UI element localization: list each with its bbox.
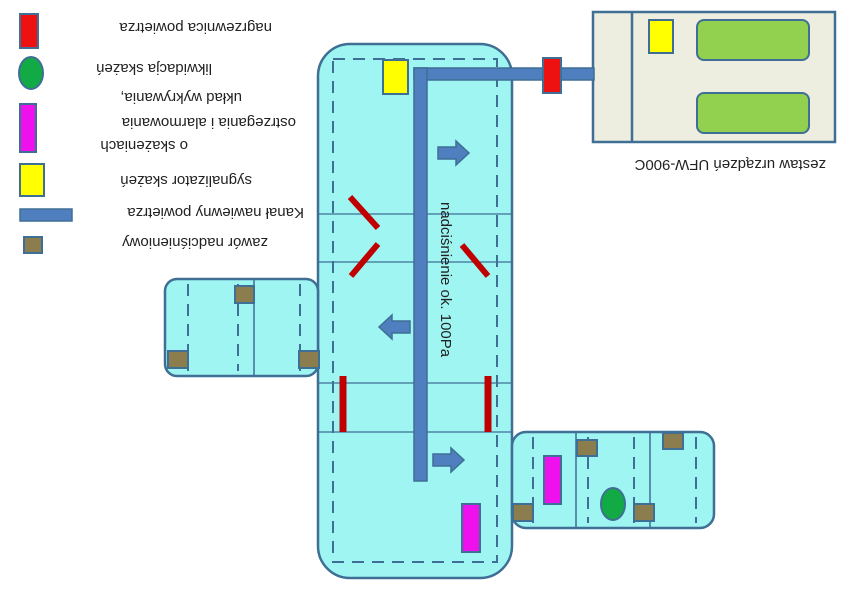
- legend-valve-label: zawór nadciśnieniowy: [122, 234, 268, 251]
- left-room-outline: [163, 277, 320, 378]
- baffle-right: [459, 243, 491, 278]
- legend-decontamination-swatch: [18, 56, 44, 90]
- legend-heater-swatch: [19, 13, 39, 49]
- right-room-valve-top-left: [576, 439, 598, 457]
- left-room-valve-right: [298, 350, 320, 369]
- air-duct-vertical: [413, 67, 428, 482]
- airflow-arrow-right-icon: [437, 139, 471, 167]
- legend-detector-label-3: o skażeniach: [100, 137, 188, 154]
- ufw-unit: zestaw urządzeń UFW-900C: [591, 10, 837, 173]
- left-room-valve-left: [167, 350, 189, 369]
- baffle-lower-left: [348, 242, 381, 278]
- right-room-decontamination: [600, 487, 626, 521]
- legend-decontamination-label: likwidacja skażeń: [96, 60, 212, 77]
- right-room-valve-top-right: [662, 432, 684, 450]
- right-room-valve-bottom-right: [633, 503, 655, 522]
- air-heater: [542, 57, 562, 94]
- legend: nagrzewnica powietrza likwidacja skażeń …: [18, 13, 304, 254]
- left-side-room: [163, 277, 320, 378]
- legend-valve-swatch: [23, 236, 43, 254]
- pressure-label: nadciśnienie ok. 100Pa: [437, 202, 454, 358]
- legend-detector-swatch: [19, 103, 37, 153]
- right-side-room: [510, 430, 716, 530]
- legend-duct-label: Kanał nawiewny powietrza: [127, 204, 304, 221]
- main-room: nadciśnienie ok. 100Pa: [316, 42, 595, 580]
- legend-detector-label-1: układ wykrywania,: [120, 89, 242, 106]
- right-room-outline: [510, 430, 716, 530]
- main-room-inner-dashed: [332, 58, 498, 563]
- unit-panel-bottom: [696, 92, 810, 134]
- unit-panel-top: [696, 19, 810, 61]
- right-room-detector: [543, 455, 562, 505]
- legend-heater-label: nagrzewnica powietrza: [119, 19, 272, 36]
- airflow-arrow-left-icon: [377, 313, 411, 341]
- room-signaler: [382, 59, 409, 95]
- unit-signaler: [648, 19, 674, 54]
- baffle-upper-left: [347, 194, 381, 231]
- left-room-valve-top: [234, 285, 255, 304]
- legend-signaler-label: sygnalizator skażeń: [120, 172, 252, 189]
- unit-label: zestaw urządzeń UFW-900C: [634, 156, 826, 173]
- legend-detector-label-2: ostrzegania i alarmowania: [121, 114, 296, 131]
- room-detector: [461, 503, 481, 553]
- legend-duct-swatch: [19, 208, 73, 222]
- air-duct-horizontal: [413, 67, 595, 81]
- legend-signaler-swatch: [19, 163, 45, 197]
- right-room-valve-bottom-left: [512, 503, 534, 522]
- airflow-arrow-right-bottom-icon: [432, 446, 466, 474]
